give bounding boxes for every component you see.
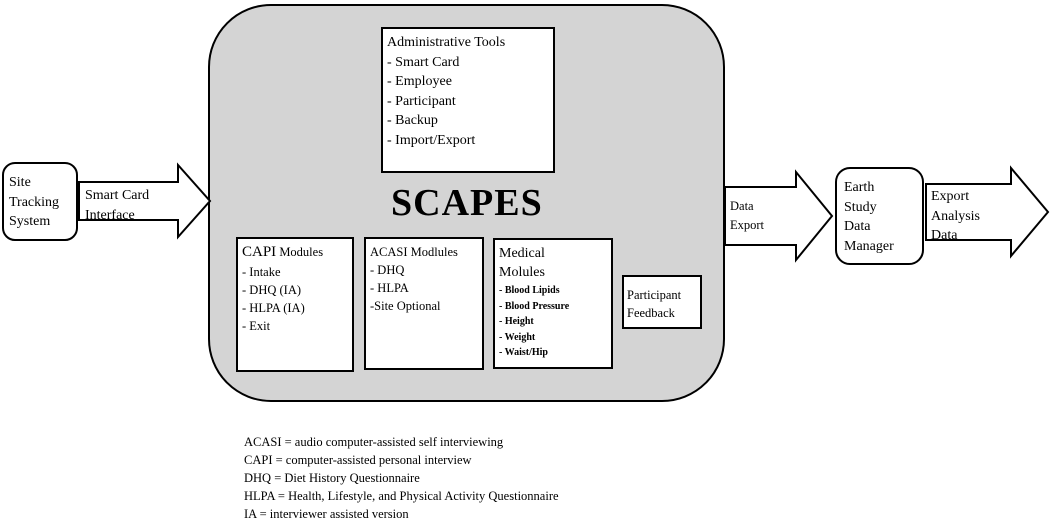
- capi-modules-list: - Intake - DHQ (IA) - HLPA (IA) - Exit: [242, 263, 352, 335]
- earth-study-line: Data: [844, 219, 871, 234]
- smart-card-interface-label: Smart Card Interface: [85, 186, 149, 225]
- smart-card-line: Smart Card: [85, 188, 150, 203]
- legend-entry: ACASI = audio computer-assisted self int…: [244, 435, 504, 449]
- abbreviation-legend: ACASI = audio computer-assisted self int…: [244, 433, 559, 523]
- legend-entry: HLPA = Health, Lifestyle, and Physical A…: [244, 489, 559, 503]
- capi-title-main: CAPI: [242, 244, 277, 260]
- scapes-title: SCAPES: [391, 182, 543, 224]
- smart-card-arrow: [78, 162, 212, 240]
- capi-modules-item: - DHQ (IA): [242, 282, 302, 297]
- earth-study-box: [835, 167, 924, 265]
- acasi-modules-box: ACASI Modlules - DHQ - HLPA -Site Option…: [364, 237, 484, 370]
- smart-card-line: Interface: [85, 207, 135, 223]
- earth-study-line: Earth: [844, 180, 875, 195]
- acasi-modules-title: ACASI Modlules: [370, 245, 458, 259]
- site-tracking-line: Site: [9, 175, 31, 190]
- site-tracking-label: Site Tracking System: [9, 173, 59, 232]
- medical-title-line: Molules: [499, 265, 545, 280]
- acasi-modules-item: - DHQ: [370, 263, 405, 277]
- capi-modules-item: - HLPA (IA): [242, 300, 305, 315]
- capi-modules-title: CAPI Modules: [242, 243, 352, 263]
- data-export-arrow: [724, 169, 834, 263]
- export-analysis-line: Export: [931, 189, 970, 204]
- capi-title-suffix: Modules: [276, 245, 324, 259]
- site-tracking-box: [2, 162, 78, 241]
- legend-entry: CAPI = computer-assisted personal interv…: [244, 453, 472, 467]
- export-analysis-label: Export Analysis Data: [931, 187, 980, 246]
- legend-entry: DHQ = Diet History Questionnaire: [244, 471, 420, 485]
- medical-title-line: Medical: [499, 246, 545, 261]
- export-analysis-line: Analysis: [931, 208, 980, 224]
- acasi-modules-item: -Site Optional: [370, 299, 441, 313]
- participant-feedback-line: Participant: [627, 288, 682, 302]
- export-analysis-line: Data: [931, 228, 958, 243]
- participant-feedback-line: Feedback: [627, 306, 675, 320]
- capi-modules-item: - Exit: [242, 318, 271, 333]
- admin-tools-item: - Import/Export: [387, 132, 476, 148]
- earth-study-line: Study: [844, 199, 877, 215]
- participant-feedback-box: Participant Feedback: [622, 275, 702, 329]
- medical-modules-list: - Blood Lipids - Blood Pressure - Height…: [499, 283, 611, 361]
- admin-tools-title: Administrative Tools: [387, 35, 506, 50]
- medical-modules-item: - Blood Lipids: [499, 285, 560, 296]
- medical-modules-item: - Blood Pressure: [499, 300, 570, 312]
- site-tracking-line: Tracking: [9, 194, 60, 210]
- admin-tools-item: - Smart Card: [387, 54, 460, 70]
- admin-tools-list: - Smart Card - Employee - Participant - …: [387, 53, 553, 151]
- admin-tools-box: Administrative Tools - Smart Card - Empl…: [381, 27, 555, 173]
- acasi-modules-item: - HLPA: [370, 281, 409, 295]
- admin-tools-item: - Employee: [387, 74, 452, 89]
- data-export-line: Data: [730, 199, 754, 213]
- capi-modules-item: - Intake: [242, 264, 281, 279]
- data-export-line: Export: [730, 218, 765, 232]
- acasi-modules-list: - DHQ - HLPA -Site Optional: [370, 261, 482, 315]
- earth-study-line: Manager: [844, 238, 894, 254]
- admin-tools-item: - Participant: [387, 93, 456, 109]
- earth-study-label: Earth Study Data Manager: [844, 178, 894, 256]
- export-analysis-arrow: [925, 165, 1050, 259]
- medical-modules-item: - Weight: [499, 331, 536, 343]
- capi-modules-box: CAPI Modules - Intake - DHQ (IA) - HLPA …: [236, 237, 354, 372]
- site-tracking-line: System: [9, 214, 51, 229]
- admin-tools-item: - Backup: [387, 113, 438, 128]
- legend-entry: IA = interviewer assisted version: [244, 507, 409, 521]
- medical-modules-title: Medical Molules: [499, 244, 611, 282]
- data-export-label: Data Export: [730, 197, 764, 235]
- medical-modules-item: - Height: [499, 316, 534, 327]
- medical-modules-box: Medical Molules - Blood Lipids - Blood P…: [493, 238, 613, 369]
- medical-modules-item: - Waist/Hip: [499, 347, 548, 358]
